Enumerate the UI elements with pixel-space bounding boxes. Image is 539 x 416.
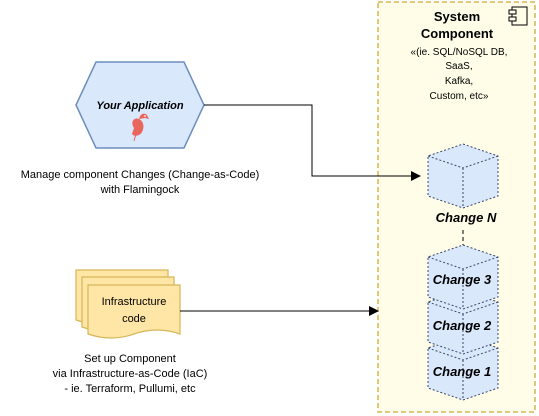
change-n-cube bbox=[427, 143, 499, 209]
app-to-change-arrow bbox=[204, 104, 421, 181]
application-caption-line1: Manage component Changes (Change-as-Code… bbox=[21, 169, 259, 181]
component-desc-line: SaaS, bbox=[445, 61, 472, 72]
component-desc-line: «(ie. SQL/NoSQL DB, bbox=[411, 47, 508, 58]
iac-caption-line1: Set up Component bbox=[84, 353, 176, 365]
iac-caption-line3: - ie. Terraform, Pullumi, etc bbox=[64, 383, 196, 395]
change-1-label: Change 1 bbox=[433, 364, 492, 379]
component-title-line1: System bbox=[434, 9, 480, 24]
application-caption-line2: with Flamingock bbox=[100, 184, 180, 196]
iac-caption-line2: via Infrastructure-as-Code (IaC) bbox=[53, 368, 208, 380]
change-1-cube: Change 1 bbox=[427, 335, 499, 401]
document-label-line1: Infrastructure bbox=[102, 296, 167, 308]
change-3-label: Change 3 bbox=[433, 272, 492, 287]
document-label-line2: code bbox=[122, 313, 146, 325]
change-2-cube: Change 2 bbox=[427, 289, 499, 355]
component-title-line2: Component bbox=[421, 26, 494, 41]
component-desc-line: Custom, etc» bbox=[430, 91, 489, 102]
change-2-label: Change 2 bbox=[433, 318, 492, 333]
change-n-label: Change N bbox=[436, 210, 497, 225]
application-hexagon: Your Application bbox=[75, 61, 205, 149]
component-desc-line: Kafka, bbox=[445, 76, 473, 87]
flamingo-icon bbox=[132, 113, 149, 142]
application-name: Your Application bbox=[96, 100, 183, 112]
change-3-cube: Change 3 bbox=[427, 244, 499, 310]
infrastructure-code-document: Infrastructure code bbox=[75, 269, 181, 339]
component-icon bbox=[508, 6, 528, 26]
